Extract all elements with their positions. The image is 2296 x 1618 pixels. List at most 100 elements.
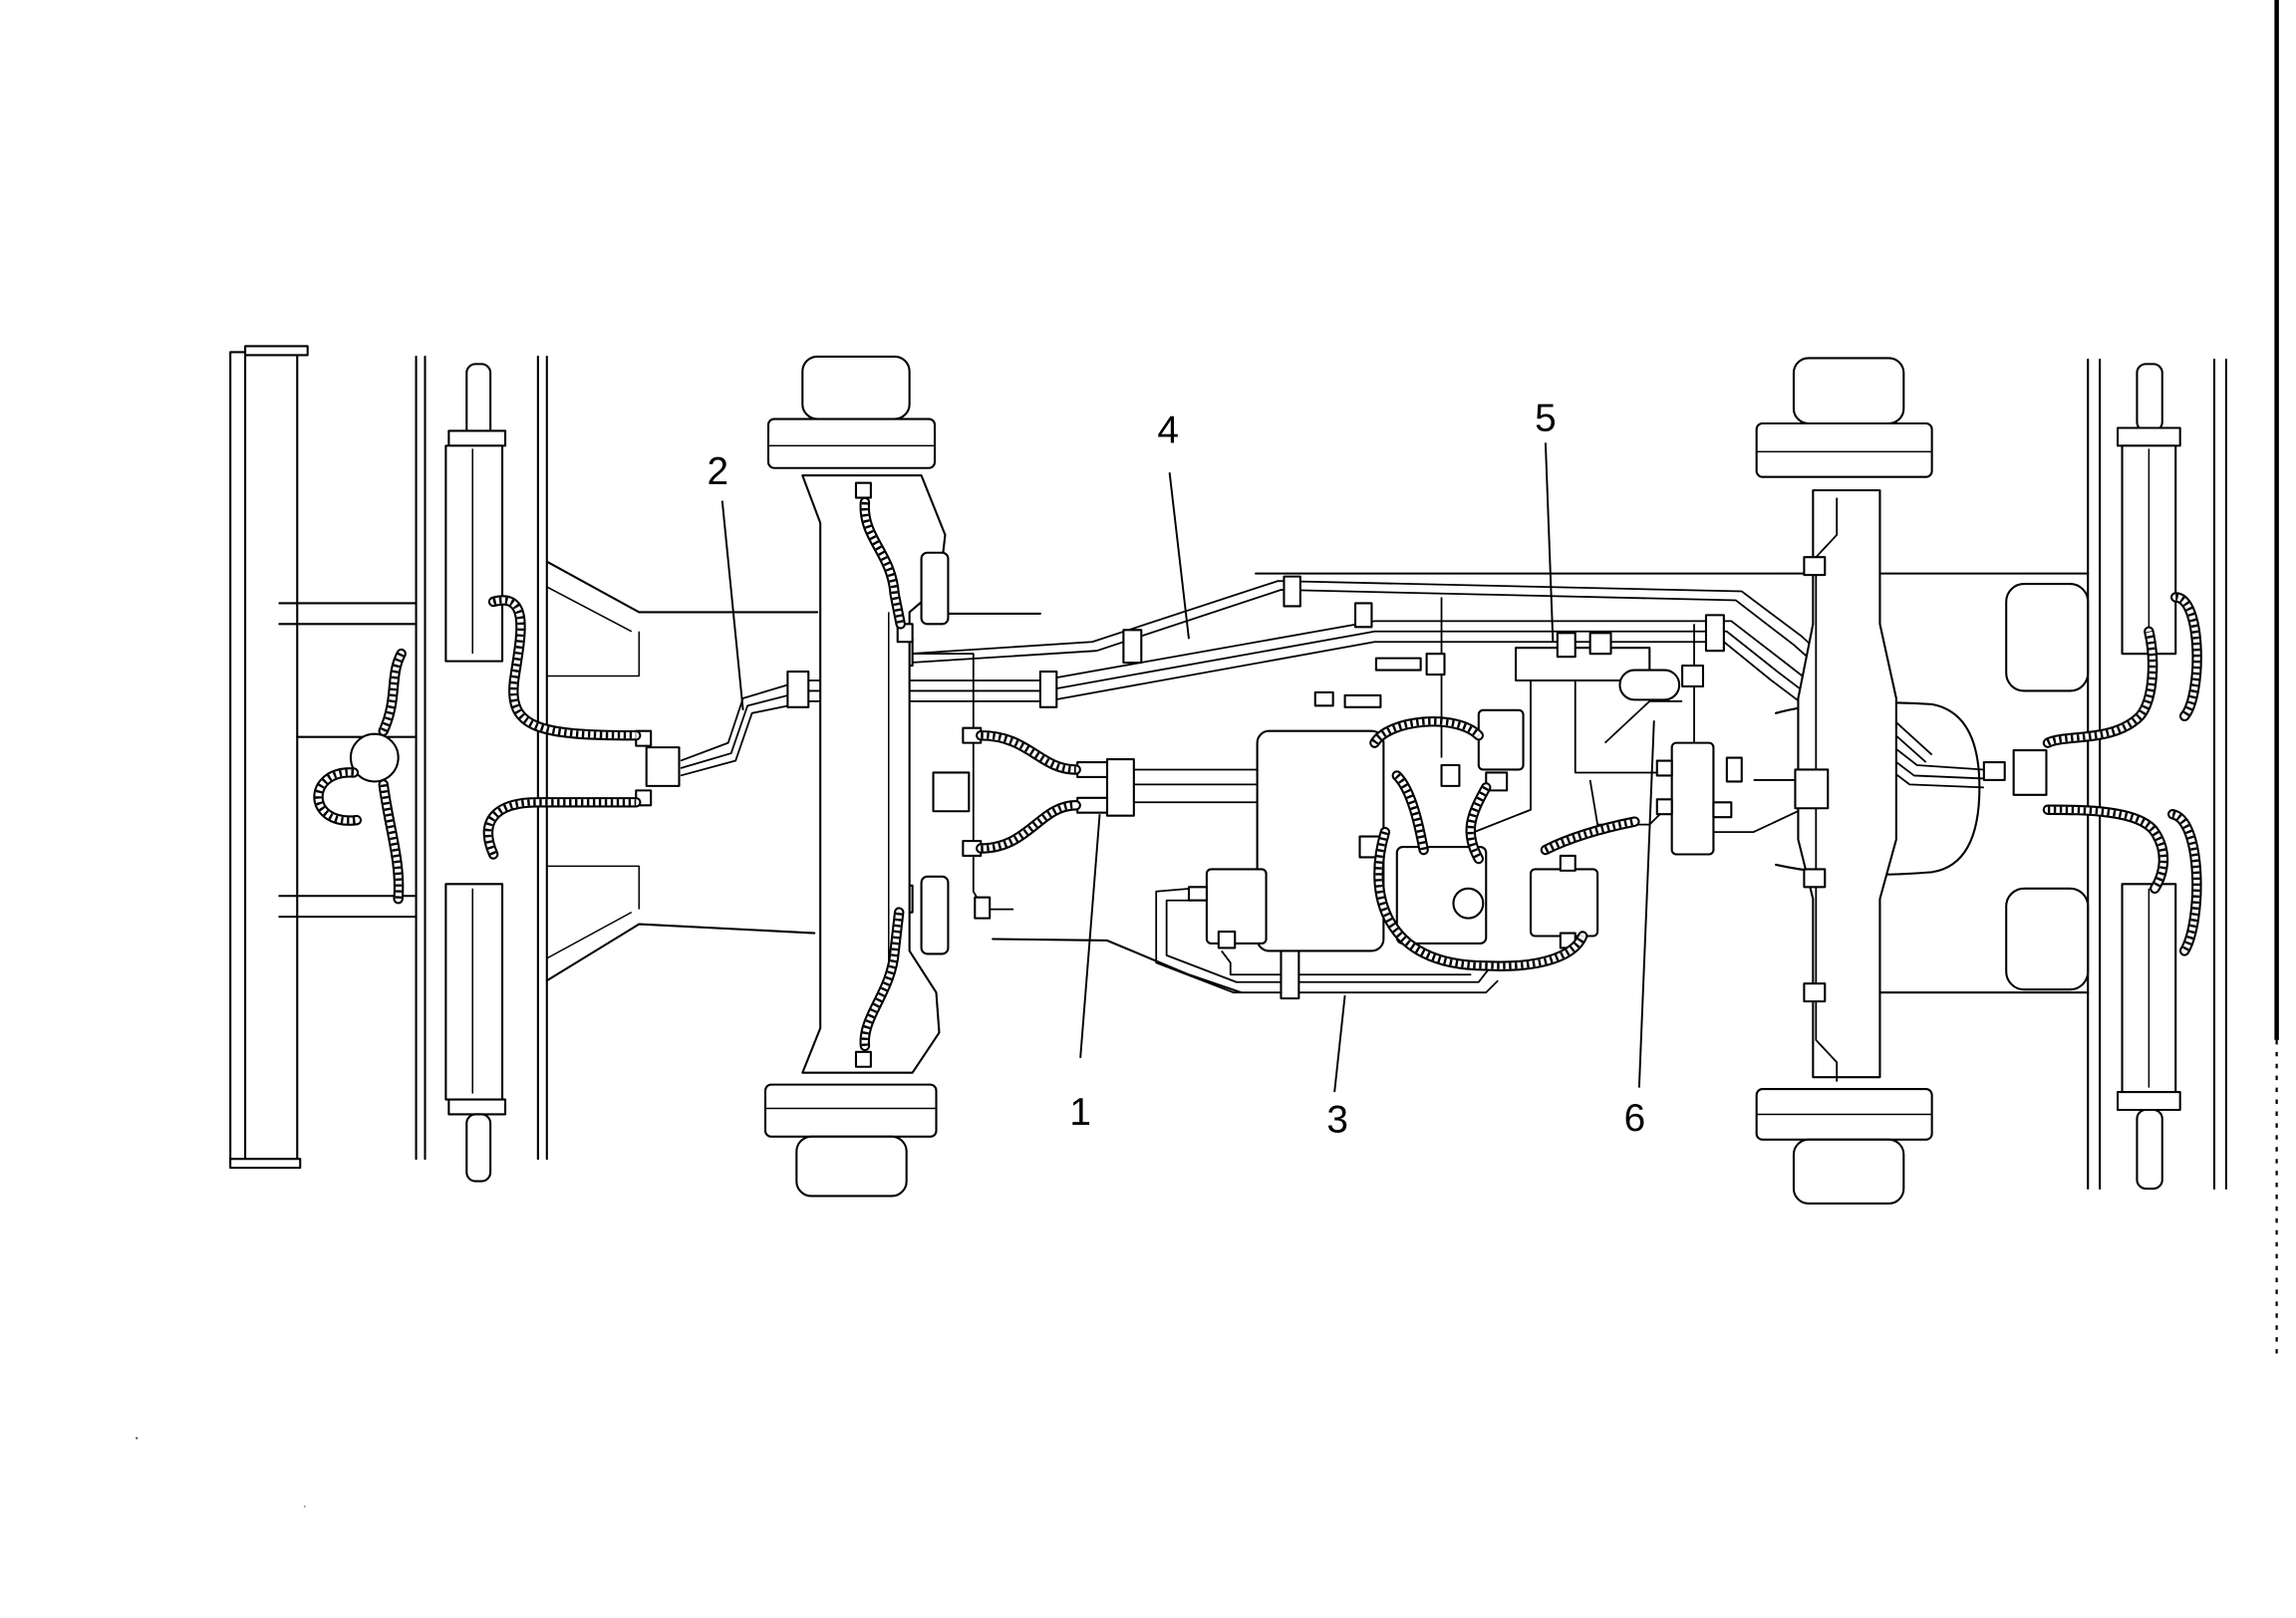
hose-beads xyxy=(2170,811,2200,953)
bumper-top-cap xyxy=(244,345,309,357)
tube-clamp xyxy=(1803,556,1827,577)
right-frame-rails xyxy=(2087,358,2227,1191)
hydraulic-tube xyxy=(909,653,1014,911)
right-axle-beam xyxy=(1797,489,1897,1079)
callout-4-leader xyxy=(1168,472,1190,640)
callout-1-leader xyxy=(1079,814,1101,1058)
hose-fitting xyxy=(1076,796,1109,814)
right-axle xyxy=(1755,357,1933,1205)
tube-clamp xyxy=(1803,982,1827,1003)
brake-valve xyxy=(1477,708,1525,771)
right-manifold xyxy=(2012,749,2048,796)
scan-speck xyxy=(136,1437,139,1440)
callout-2-leader xyxy=(720,500,744,710)
left-top-hub xyxy=(801,355,911,420)
cylinder-clamp xyxy=(447,1098,507,1116)
hose-beads xyxy=(380,783,403,900)
hydraulic-tube xyxy=(1708,808,1802,834)
plate-edge xyxy=(545,923,816,982)
pump-fitting xyxy=(1187,886,1208,902)
manifold-fitting xyxy=(1982,760,2006,781)
callout-3-label: 3 xyxy=(1326,1098,1348,1141)
callout-4-label: 4 xyxy=(1157,408,1179,451)
right-valve-block xyxy=(1670,741,1715,856)
cylinder-rod xyxy=(2136,1108,2163,1191)
cylinder-clamp xyxy=(2117,1091,2181,1112)
hydraulic-tube xyxy=(1155,887,1499,994)
cylinder-body xyxy=(444,883,504,1101)
cylinder-body xyxy=(444,444,504,663)
central-components xyxy=(854,481,1743,1068)
valve-fitting xyxy=(1681,665,1705,688)
hose-fitting xyxy=(1076,760,1109,778)
brace-line xyxy=(546,631,640,677)
pump-port xyxy=(1452,887,1485,920)
valve-fitting xyxy=(1725,756,1743,783)
hose-beads xyxy=(861,501,904,625)
tube-clamp xyxy=(786,671,810,708)
hydraulic-tube xyxy=(1474,654,1532,833)
cylinder-rod xyxy=(2136,363,2163,432)
hose xyxy=(482,797,642,860)
callout-1-label: 1 xyxy=(1069,1091,1091,1134)
tube-clamp xyxy=(1105,757,1135,817)
cylinder-rod xyxy=(465,363,492,439)
hose-inner xyxy=(1542,818,1638,854)
hose-beads xyxy=(2047,806,2167,891)
pump-fitting xyxy=(1217,930,1237,949)
hose-beads xyxy=(380,652,405,733)
hose-beads xyxy=(981,802,1076,852)
hydraulic-tube xyxy=(1574,654,1665,774)
left-top-drum xyxy=(766,417,937,469)
flexible-hoses xyxy=(313,496,2202,1052)
brace-line xyxy=(546,911,633,959)
tee-fitting xyxy=(1425,653,1446,676)
valve-fitting xyxy=(1655,759,1673,777)
bumper-bar xyxy=(229,351,299,1165)
scan-speck xyxy=(303,1505,306,1508)
cylinder-clamp xyxy=(447,429,507,447)
tee-fitting xyxy=(1588,632,1612,656)
tee-fitting xyxy=(1313,690,1334,707)
accumulator xyxy=(1618,669,1681,701)
control-valve xyxy=(1529,868,1599,938)
right-top-hub xyxy=(1792,357,1905,425)
tee-fitting xyxy=(1374,657,1422,672)
tube-clamp xyxy=(1280,949,1300,1000)
differential-block xyxy=(1794,768,1830,810)
brace-line xyxy=(546,865,640,910)
axle-cylinder xyxy=(920,875,950,955)
right-steering-cylinders xyxy=(1982,363,2181,1191)
pump-left xyxy=(1205,868,1268,945)
left-frame-rails xyxy=(415,355,548,1161)
valve-fitting xyxy=(1712,801,1733,819)
hose-inner xyxy=(489,597,640,739)
tube-clamp xyxy=(1038,671,1058,708)
right-top-drum xyxy=(1755,421,1933,478)
hose-fitting xyxy=(854,481,872,499)
left-bumper xyxy=(229,345,309,1170)
hose-inner xyxy=(2044,806,2167,892)
hydraulic-tube xyxy=(1603,699,1683,744)
plate-edge xyxy=(545,560,819,614)
callout-6-label: 6 xyxy=(1624,1097,1646,1140)
plate-edge xyxy=(992,938,1243,994)
bumper-bottom-cap xyxy=(229,1158,302,1170)
hose-beads xyxy=(315,769,358,824)
page-edge xyxy=(136,0,2279,1508)
hydraulic-tube xyxy=(1165,899,1490,983)
callout-2-label: 2 xyxy=(707,450,728,493)
right-bottom-hub xyxy=(1792,1138,1905,1205)
hose-inner xyxy=(2044,628,2156,746)
tube-clamp xyxy=(1704,614,1725,653)
hose-beads xyxy=(1371,718,1482,745)
hose-beads xyxy=(1467,785,1489,861)
tee-fitting xyxy=(1343,693,1382,708)
left-steering-cylinders xyxy=(349,363,681,1183)
callouts: 1 2 3 4 5 6 xyxy=(707,397,1655,1141)
callout-3-leader xyxy=(1333,995,1346,1093)
hose-beads xyxy=(861,912,903,1047)
tube-clamp xyxy=(1353,602,1373,629)
cylinder-rod xyxy=(465,1113,492,1183)
valve-fitting xyxy=(1440,763,1461,787)
